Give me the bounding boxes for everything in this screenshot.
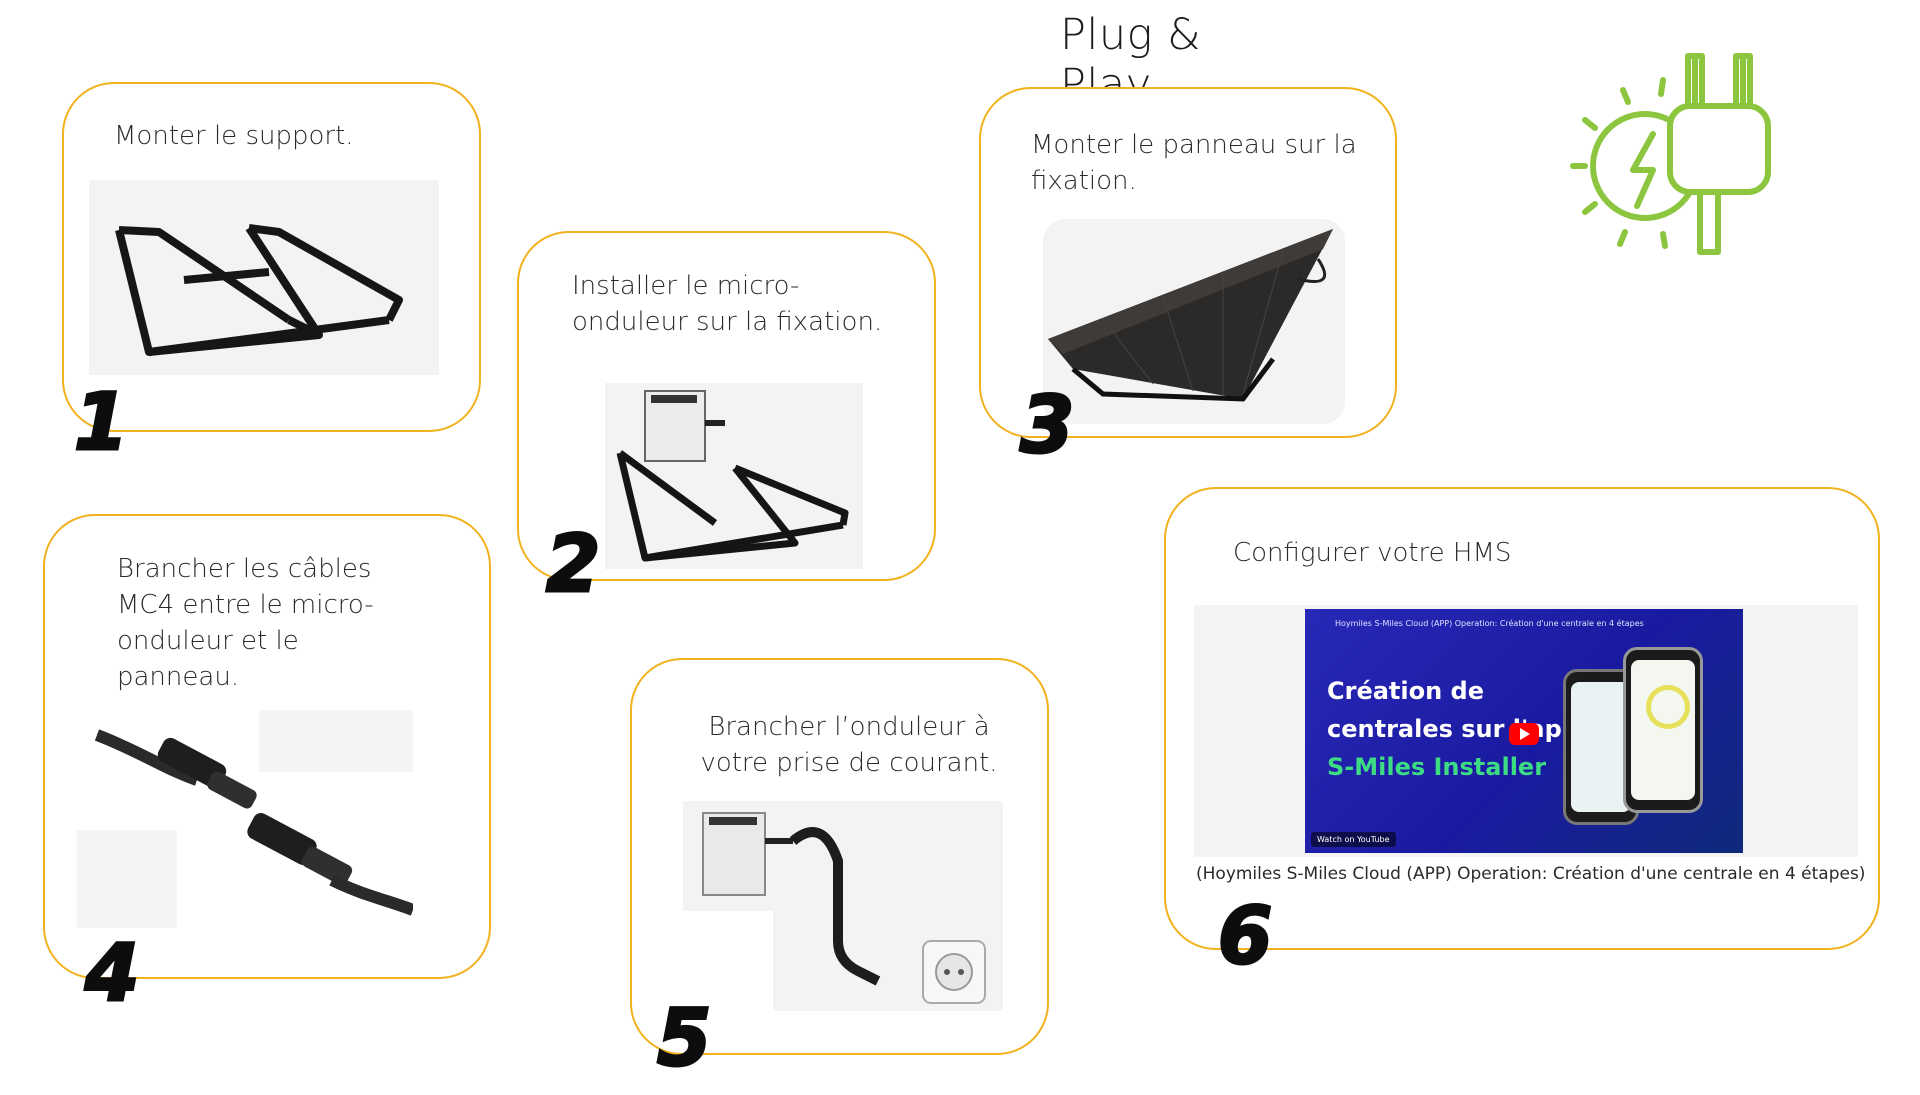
video-caption: (Hoymiles S-Miles Cloud (APP) Operation:… (1196, 864, 1866, 884)
page-title: Plug & Play (1060, 10, 1202, 110)
plug-energy-icon (1570, 53, 1771, 255)
video-thumbnail[interactable]: Hoymiles S-Miles Cloud (APP) Operation: … (1194, 605, 1858, 857)
video-line-1: Création de (1327, 677, 1485, 705)
video-line-3: S-Miles Installer (1327, 753, 1547, 781)
step-3-text: Monter le panneau sur la fixation. (1031, 130, 1357, 196)
mc4-cables-image (77, 710, 413, 928)
step-number-3: 3 (1018, 381, 1075, 471)
video-line-2: centrales sur l'app (1327, 715, 1579, 743)
step-5-text: Brancher l’onduleur à votre prise de cou… (700, 712, 998, 778)
support-frame-image (89, 180, 439, 375)
inverter-mount-image (605, 383, 863, 569)
watch-on-youtube[interactable]: Watch on YouTube (1311, 832, 1396, 847)
play-icon[interactable] (1509, 723, 1539, 745)
step-2-text: Installer le micro-onduleur sur la fixat… (572, 271, 883, 337)
phone-image-2 (1623, 647, 1703, 813)
step-number-6: 6 (1216, 892, 1273, 982)
step-4-text: Brancher les câbles MC4 entre le micro-o… (117, 554, 374, 692)
phone-image-1 (1563, 669, 1639, 825)
video-frame[interactable]: Hoymiles S-Miles Cloud (APP) Operation: … (1305, 609, 1743, 853)
inverter-plug-image (683, 801, 1003, 1011)
video-header: Hoymiles S-Miles Cloud (APP) Operation: … (1335, 619, 1644, 628)
step-number-1: 1 (72, 378, 129, 468)
step-number-4: 4 (83, 929, 140, 1019)
step-6-text: Configurer votre HMS (1233, 538, 1512, 568)
step-1-text: Monter le support. (114, 121, 354, 151)
step-number-5: 5 (655, 994, 712, 1084)
step-number-2: 2 (544, 520, 601, 610)
solar-panel-image (1043, 219, 1345, 424)
